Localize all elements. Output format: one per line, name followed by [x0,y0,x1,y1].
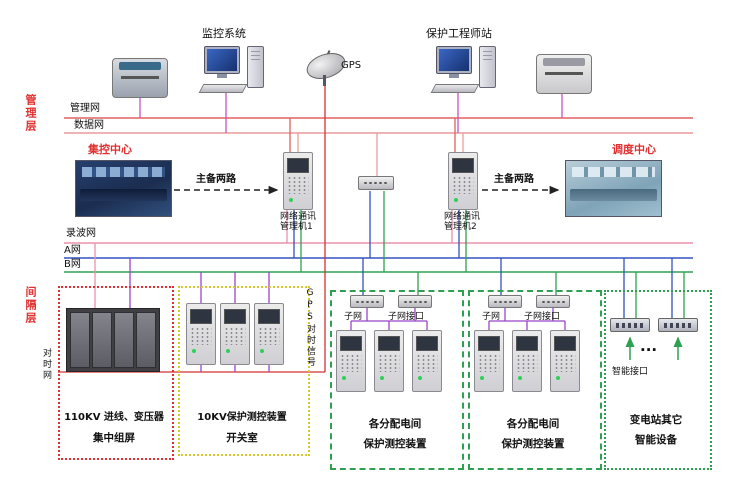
protection-device-icon [550,330,580,392]
device-led [289,198,293,202]
subnet-label-1: 子网 [344,312,363,322]
protection-device-icon [254,303,284,365]
section-box-dist-room-2 [468,290,602,470]
smart-interface-label: 智能接口 [612,367,649,377]
caption-smart-line1: 变电站其它 [629,414,683,426]
comm-manager-1-label: 网络通讯 管理机1 [280,212,316,232]
subnet-interface-hub-icon [398,295,432,308]
section-box-dist-room-1 [330,290,464,470]
section-box-smart-devices [604,290,712,470]
gps-label: GPS [341,60,362,71]
protection-device-icon [186,303,216,365]
comm-manager-1-label-line1: 网络通讯 [280,212,317,222]
caption-dist2-line1: 各分配电间 [506,418,560,430]
engineer-station-label: 保护工程师站 [426,27,492,40]
cabinet-panels-icon [66,308,160,372]
dual-channel-right-label: 主备两路 [494,174,534,185]
printer-top [119,62,161,70]
bus-label-time-net: 对时网 [41,348,51,381]
protection-device-icon [374,330,404,392]
monitoring-workstation-icon [198,46,264,96]
keyboard-icon [198,84,248,93]
subnet-interface-hub-icon [536,295,570,308]
cabinet-door [136,312,156,368]
caption-dist2-line2: 保护测控装置 [501,438,565,450]
subnet-interface-label-2: 子网接口 [524,312,561,322]
protection-device-icon [512,330,542,392]
comm-manager-1-label-line2: 管理机1 [280,222,313,232]
bus-label-a-net: A网 [64,245,81,256]
dispatch-room-screens [572,167,655,177]
pc-tower-icon [479,46,496,88]
comm-manager-2-icon [448,152,478,210]
cabinet-door [114,312,134,368]
more-devices-ellipsis: ... [640,337,658,355]
caption-110kv-line1: 110KV 进线、变压器 [64,412,164,423]
gps-base [323,75,326,86]
comm-manager-1-icon [283,152,313,210]
printer-slot [121,76,159,79]
section-box-10kv [178,286,310,456]
monitor-icon [204,46,240,74]
caption-dist1-line1: 各分配电间 [368,418,422,430]
control-room-screens [82,167,165,177]
dispatch-center-photo [565,160,662,217]
section-box-110kv [58,286,174,460]
printer-right-icon [536,54,592,94]
control-room-console [80,189,167,201]
bus-label-data-net: 数据网 [74,120,104,131]
monitor-icon [436,46,472,74]
printer-left-icon [112,58,168,98]
bus-label-b-net: B网 [64,259,81,270]
monitor-system-label: 监控系统 [202,27,246,40]
control-center-label: 集控中心 [88,143,132,156]
protection-device-icon [474,330,504,392]
comm-manager-2-label-line2: 管理机2 [444,222,477,232]
subnet-label-2: 子网 [482,312,501,322]
printer-slot [545,72,583,75]
switch-ports [363,181,389,185]
gps-dish-icon [303,48,349,86]
cabinet-door [92,312,112,368]
device-button-grid [452,176,474,194]
caption-dist1-line2: 保护测控装置 [363,438,427,450]
comm-manager-2-label: 网络通讯 管理机2 [444,212,480,232]
smart-network-device-icon [658,318,698,332]
caption-110kv-line2: 集中组屏 [93,432,135,444]
bus-label-management-net: 管理网 [70,103,100,114]
dispatch-center-label: 调度中心 [612,143,656,156]
bus-label-wave-net: 录波网 [66,228,96,239]
protection-device-icon [412,330,442,392]
engineer-workstation-icon [430,46,496,96]
subnet-hub-icon [488,295,522,308]
caption-smart-line2: 智能设备 [635,434,677,446]
center-switch-icon [358,176,394,190]
device-screen [287,158,309,173]
monitor-stand [217,74,227,78]
keyboard-icon [430,84,480,93]
monitor-stand [449,74,459,78]
layer-label-bay: 间隔层 [24,286,37,325]
control-center-photo [75,160,172,217]
printer-top [543,58,585,66]
caption-10kv-line1: 10KV保护测控装置 [197,412,287,423]
subnet-hub-icon [350,295,384,308]
pc-tower-icon [247,46,264,88]
caption-10kv-line2: 开关室 [226,432,258,444]
cabinet-door [70,312,90,368]
device-button-grid [287,176,309,194]
smart-network-device-icon [610,318,650,332]
protection-device-icon [220,303,250,365]
device-screen [452,158,474,173]
comm-manager-2-label-line1: 网络通讯 [444,212,481,222]
device-led [454,198,458,202]
gps-time-line-label: GPS对时信号 [305,288,315,368]
layer-label-management: 管理层 [24,94,37,133]
subnet-interface-label-1: 子网接口 [388,312,425,322]
dual-channel-left-label: 主备两路 [196,174,236,185]
dispatch-room-console [570,189,657,201]
protection-device-icon [336,330,366,392]
